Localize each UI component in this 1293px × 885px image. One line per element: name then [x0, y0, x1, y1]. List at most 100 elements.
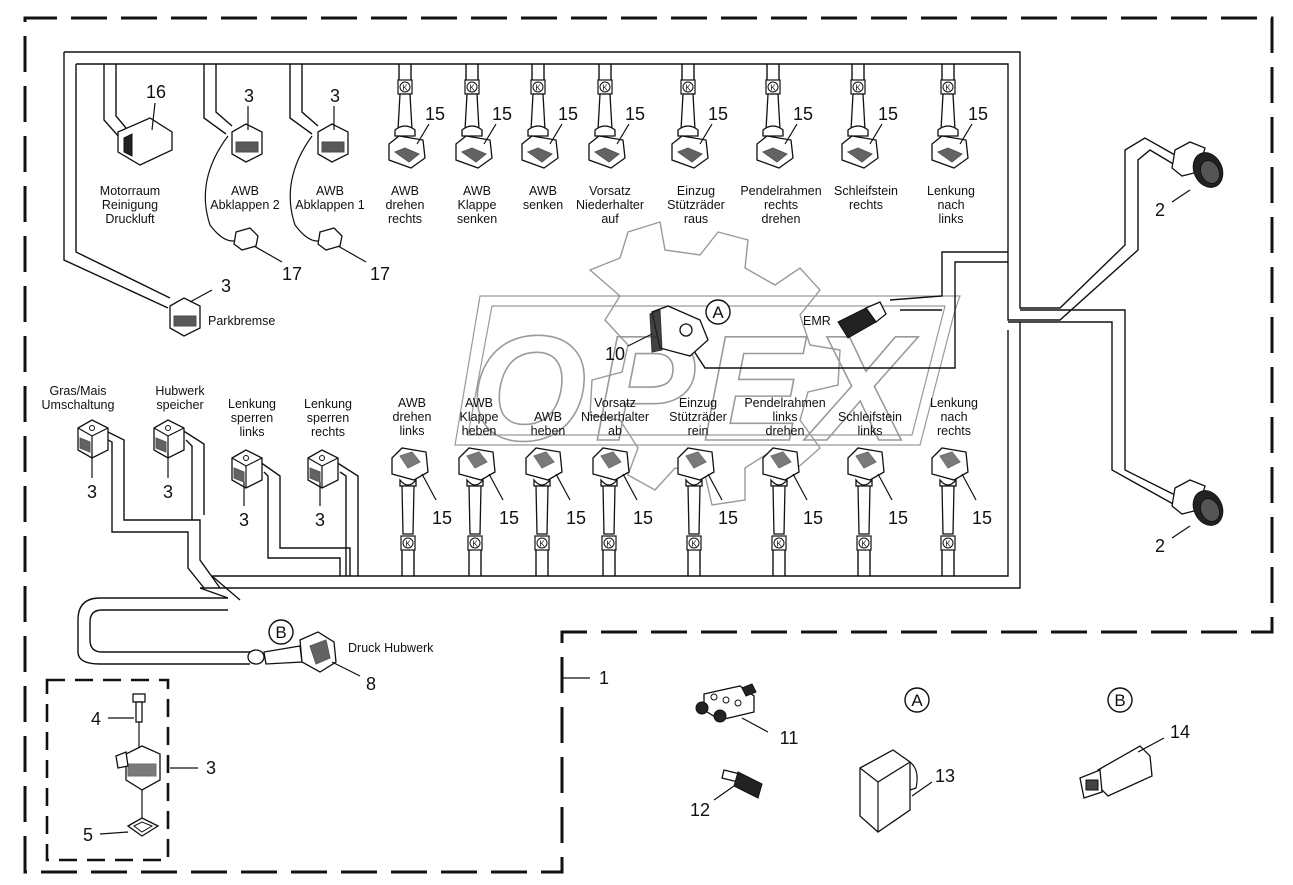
pos-label: 3 [315, 510, 325, 530]
connector-label-line: Reinigung [102, 198, 158, 212]
valve-kit-detail[interactable]: 4 5 3 [83, 693, 216, 845]
valve-connector-lenkung-sperren-links[interactable]: 3 Lenkung sperren links [228, 397, 351, 576]
connector-label-line: links [938, 212, 963, 226]
connector-label-line: sperren [307, 411, 349, 425]
valve-connector-gras-mais-umschaltung[interactable]: 3 Gras/Mais Umschaltung [42, 384, 221, 589]
connector-einzug-stuetzraeder-raus[interactable]: 15 Einzug Stützräder raus [667, 63, 728, 226]
connector-label-line: rein [688, 424, 709, 438]
connector-label-line: nach [940, 410, 967, 424]
connector-awb-klappe-heben[interactable]: 15 AWB Klappe heben [458, 396, 519, 577]
connector-label-line: Abklappen 2 [210, 198, 280, 212]
connector-awb-drehen-rechts[interactable]: 15 AWB drehen rechts [386, 63, 445, 226]
pos-label: 3 [244, 86, 254, 106]
connector-schleifstein-rechts[interactable]: 15 Schleifstein rechts [834, 63, 898, 212]
connector-label-line: Lenkung [228, 397, 276, 411]
watermark-gear [588, 221, 841, 506]
connector-label-line: Druckluft [105, 212, 155, 226]
connector-label-line: rechts [849, 198, 883, 212]
connector-label-line: rechts [764, 198, 798, 212]
pos-label: 15 [492, 104, 512, 124]
connector-pendelrahmen-links-drehen[interactable]: 15 Pendelrahmen links drehen [744, 396, 826, 577]
screw-shank-icon [135, 701, 143, 723]
connector-schleifstein-links[interactable]: 15 Schleifstein links [838, 410, 908, 577]
pos-label: 15 [793, 104, 813, 124]
pos-label: 4 [91, 709, 101, 729]
pos-label: 13 [935, 766, 955, 786]
connector-label-line: Stützräder [667, 198, 725, 212]
connector-motorraum-reinigung[interactable]: 16 Motorraum Reinigung Druckluft [100, 64, 173, 226]
pos-label: 3 [163, 482, 173, 502]
bottom-connector-row: 15 AWB drehen links 15 AWB Klappe heben … [391, 396, 992, 577]
harness-trunk [63, 51, 1176, 665]
valve-connector-awb-abklappen-1[interactable]: 3 AWB Abklappen 1 17 [289, 64, 390, 284]
connector-label-line: Einzug [679, 396, 717, 410]
connector-label-line: AWB [463, 184, 491, 198]
loose-part-12-plug-pin[interactable]: 12 [690, 769, 763, 820]
connector-awb-klappe-senken[interactable]: 15 AWB Klappe senken [455, 63, 512, 226]
pos-label: 3 [206, 758, 216, 778]
valve-connector-parkbremse[interactable]: 3 Parkbremse [169, 276, 275, 337]
assembly-boundary [23, 16, 1274, 874]
loose-part-14-pressure-sensor[interactable]: 14 B [1079, 687, 1190, 799]
valve-connector-hubwerk-speicher[interactable]: 3 Hubwerk speicher [153, 384, 205, 520]
connector-lenkung-nach-rechts[interactable]: 15 Lenkung nach rechts [930, 396, 992, 577]
connector-awb-heben[interactable]: 15 AWB heben [525, 410, 586, 577]
connector-label-line: Vorsatz [594, 396, 636, 410]
pos-label: 3 [87, 482, 97, 502]
connector-label: Parkbremse [208, 314, 275, 328]
pos-label: 15 [633, 508, 653, 528]
pos-label: 2 [1155, 200, 1165, 220]
pos-label: 14 [1170, 722, 1190, 742]
pos-label: 8 [366, 674, 376, 694]
connector-awb-drehen-links[interactable]: 15 AWB drehen links [391, 396, 452, 577]
connector-label-line: drehen [762, 212, 801, 226]
connector-pendelrahmen-rechts-drehen[interactable]: 15 Pendelrahmen rechts drehen [740, 63, 822, 226]
connector-label-line: auf [601, 212, 619, 226]
pos-label: 16 [146, 82, 166, 102]
callout-letter: B [1114, 691, 1125, 710]
connector-label-line: AWB [529, 184, 557, 198]
round-plug-connector-upper[interactable]: 2 [1155, 141, 1228, 220]
pos-label: 11 [780, 728, 799, 748]
connector-label-line: nach [937, 198, 964, 212]
connector-label-line: heben [462, 424, 497, 438]
connector-label-line: Vorsatz [589, 184, 631, 198]
connector-label-line: drehen [766, 424, 805, 438]
connector-label-line: senken [523, 198, 563, 212]
connector-lenkung-nach-links[interactable]: 15 Lenkung nach links [927, 63, 988, 226]
screw-head-icon [132, 693, 146, 703]
round-plug-connector-lower[interactable]: 2 [1155, 479, 1228, 556]
connector-label-line: drehen [386, 198, 425, 212]
connector-label-line: Lenkung [927, 184, 975, 198]
connector-label-line: AWB [391, 184, 419, 198]
pos-label: 5 [83, 825, 93, 845]
connector-vorsatz-niederhalter-auf[interactable]: 15 Vorsatz Niederhalter auf [576, 63, 645, 226]
central-connector[interactable]: 10 A [605, 299, 731, 364]
connector-label-line: links [239, 425, 264, 439]
pressure-connector-druck-hubwerk[interactable]: 8 Druck Hubwerk B [247, 619, 434, 694]
connector-label-line: Klappe [458, 198, 497, 212]
connector-label-line: Stützräder [669, 410, 727, 424]
valve-connector-awb-abklappen-2[interactable]: 3 AWB Abklappen 2 17 [203, 64, 302, 284]
pos-label: 2 [1155, 536, 1165, 556]
pos-label: 15 [718, 508, 738, 528]
connector-label-line: links [772, 410, 797, 424]
callout-circle [705, 299, 731, 325]
valve-connector-lenkung-sperren-rechts[interactable]: 3 Lenkung sperren rechts [304, 397, 359, 576]
callout-letter: B [275, 623, 286, 642]
loose-part-11-t-distributor[interactable]: 11 [695, 683, 799, 748]
connector-vorsatz-niederhalter-ab[interactable]: 15 Vorsatz Niederhalter ab [581, 396, 653, 577]
connector-label-line: AWB [534, 410, 562, 424]
loose-part-13-connector-housing[interactable]: 13 A [859, 687, 955, 833]
callout-letter: A [712, 303, 724, 322]
connector-label-line: AWB [231, 184, 259, 198]
pos-label: 15 [708, 104, 728, 124]
pos-label: 15 [972, 508, 992, 528]
connector-awb-senken[interactable]: 15 AWB senken [521, 63, 578, 212]
connector-label-line: Klappe [460, 410, 499, 424]
pos-label: 3 [239, 510, 249, 530]
connector-einzug-stuetzraeder-rein[interactable]: 15 Einzug Stützräder rein [669, 396, 738, 577]
emr-connector[interactable]: EMR [803, 301, 887, 339]
connector-label-line: drehen [393, 410, 432, 424]
